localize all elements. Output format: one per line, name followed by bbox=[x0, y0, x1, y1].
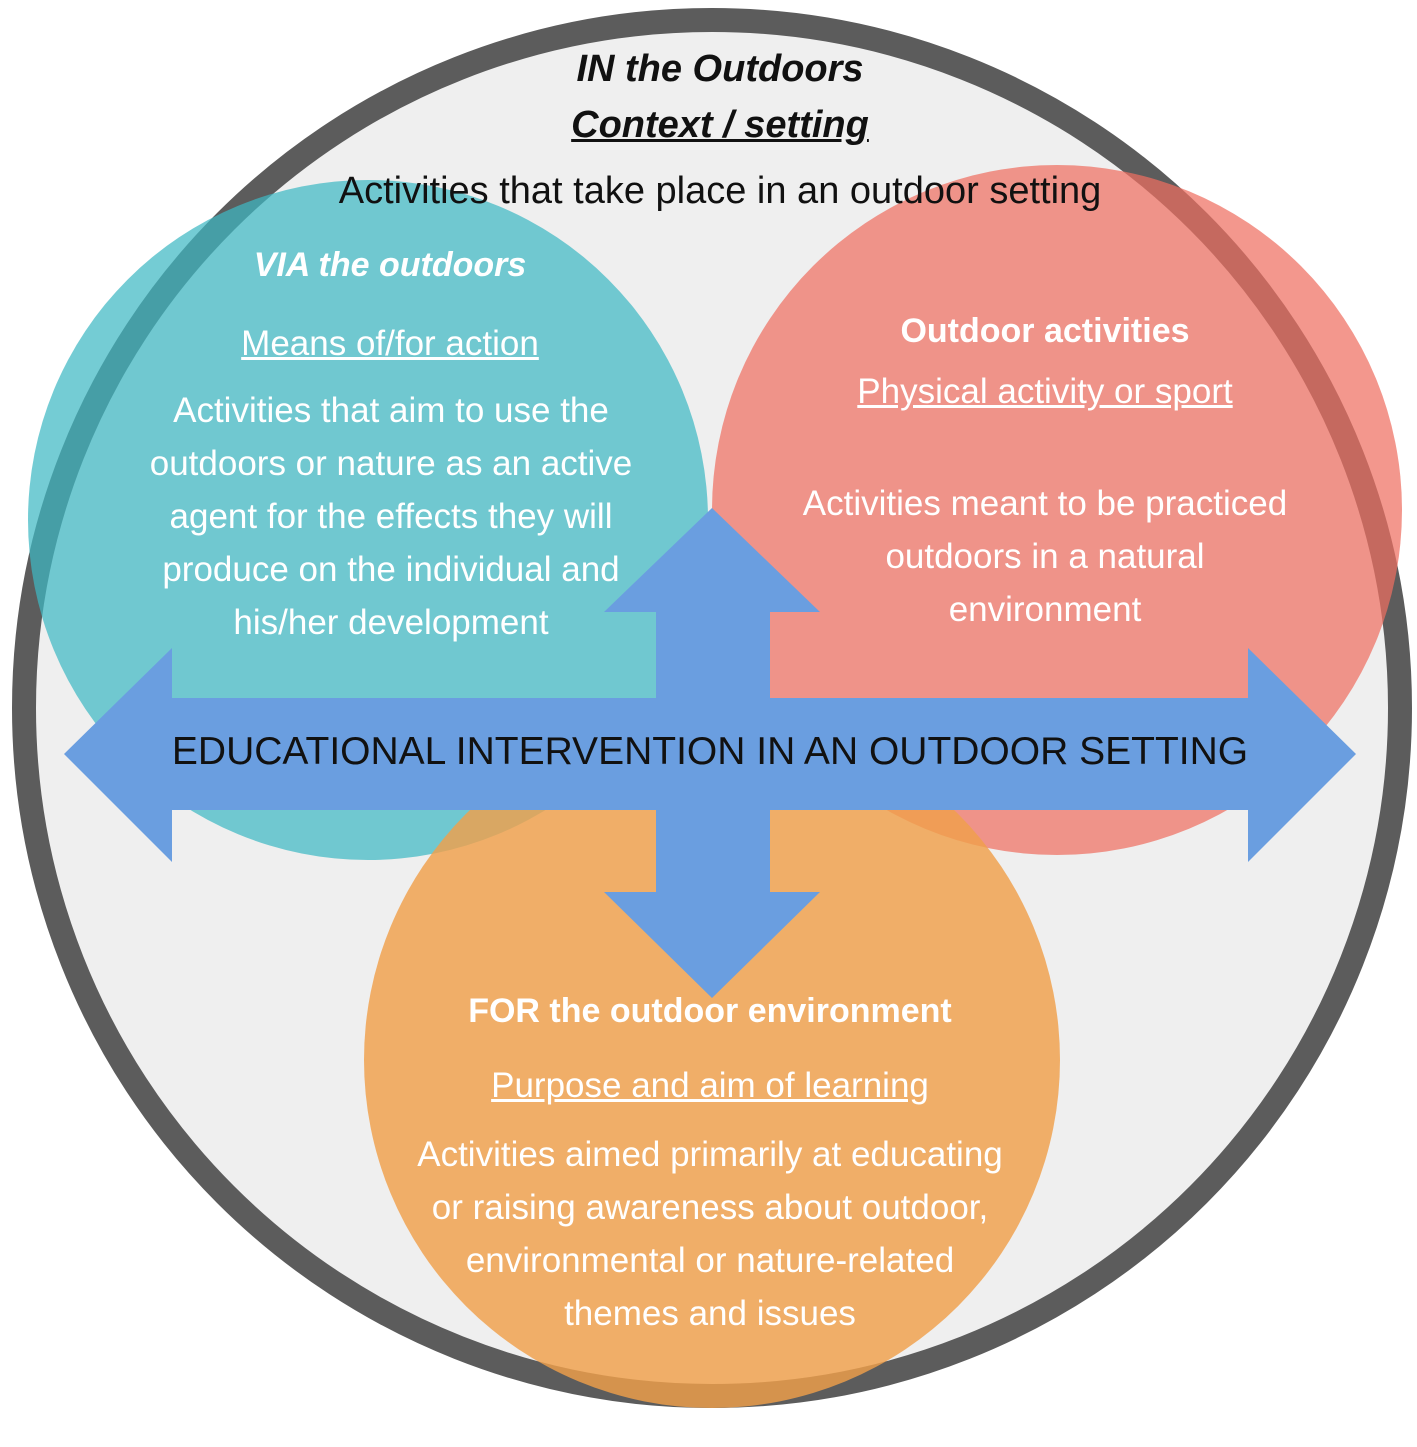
outdoor-activities-title: Outdoor activities bbox=[900, 312, 1190, 350]
for-environment-circle bbox=[364, 712, 1060, 1408]
via-outdoors-circle bbox=[28, 180, 708, 860]
for-environment-description: Activities aimed primarily at educating … bbox=[417, 1135, 1003, 1333]
outdoor-activities-description: Activities meant to be practiced outdoor… bbox=[802, 484, 1288, 629]
for-environment-subtitle: Purpose and aim of learning bbox=[491, 1066, 929, 1105]
outer-description: Activities that take place in an outdoor… bbox=[338, 170, 1102, 212]
via-subtitle: Means of/for action bbox=[241, 324, 539, 363]
center-arrow-label: EDUCATIONAL INTERVENTION IN AN OUTDOOR S… bbox=[171, 730, 1249, 773]
via-description: Activities that aim to use the outdoors … bbox=[149, 391, 633, 642]
outer-subtitle: Context / setting bbox=[571, 104, 869, 146]
outdoor-activities-circle bbox=[712, 165, 1402, 855]
for-environment-title: FOR the outdoor environment bbox=[468, 992, 952, 1030]
via-title: VIA the outdoors bbox=[253, 246, 527, 284]
cross-arrow bbox=[64, 508, 1356, 998]
outer-title: IN the Outdoors bbox=[576, 48, 864, 90]
outdoor-activities-subtitle: Physical activity or sport bbox=[857, 372, 1233, 411]
